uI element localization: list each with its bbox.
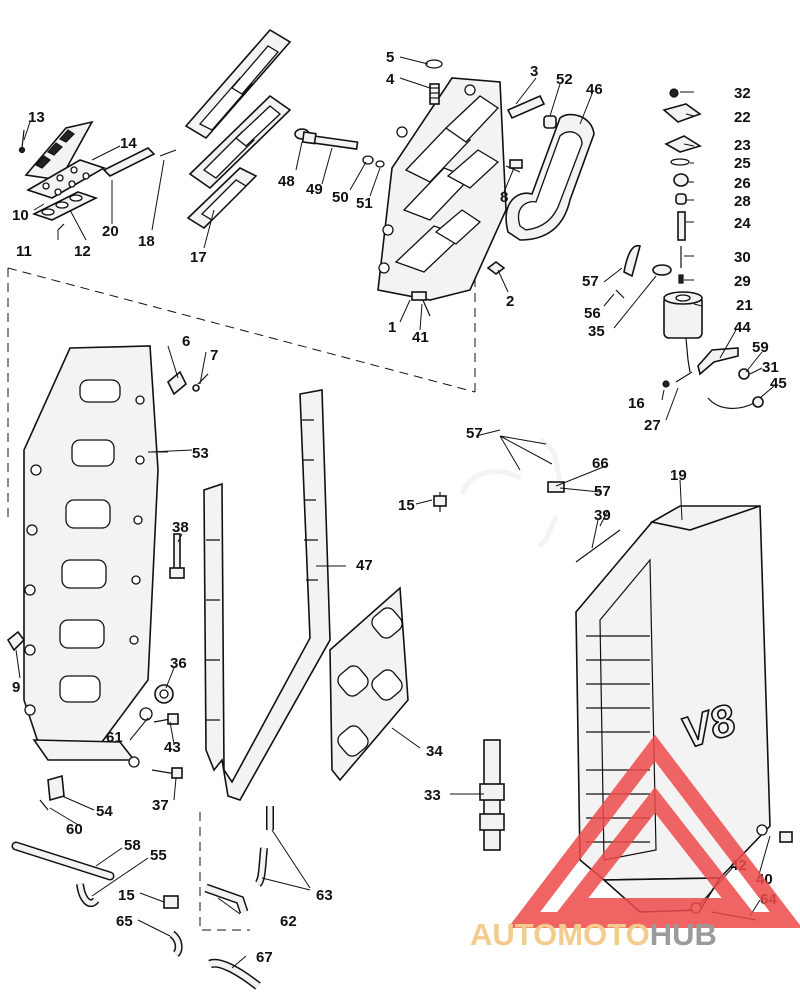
callout-1: 1 (388, 319, 396, 336)
callout-50: 50 (332, 189, 349, 206)
callout-47: 47 (356, 557, 373, 574)
callout-45: 45 (770, 375, 787, 392)
svg-text:AUTOMOTOHUB: AUTOMOTOHUB (470, 917, 717, 952)
callout-63: 63 (316, 887, 333, 904)
callout-34: 34 (426, 743, 443, 760)
callout-15a: 15 (398, 497, 415, 514)
callout-43: 43 (164, 739, 181, 756)
callout-46: 46 (586, 81, 603, 98)
watermark-logo-inner (555, 787, 755, 914)
callout-56: 56 (584, 305, 601, 322)
callout-4: 4 (386, 71, 395, 88)
callout-31: 31 (762, 359, 779, 376)
callout-41: 41 (412, 329, 429, 346)
watermark-logo-outer (507, 734, 800, 928)
callout-17: 17 (190, 249, 207, 266)
callout-44: 44 (734, 319, 751, 336)
watermark-text-secondary: HUB (650, 917, 717, 952)
reed-plate-gaskets (184, 28, 292, 230)
assembly-dashed-outline (7, 262, 476, 931)
callout-22: 22 (734, 109, 751, 126)
callout-35: 35 (588, 323, 605, 340)
callout-48: 48 (278, 173, 295, 190)
reed-block-assembly (18, 120, 177, 231)
callout-3: 3 (530, 63, 538, 80)
callout-24: 24 (734, 215, 751, 232)
callout-30: 30 (734, 249, 751, 266)
callout-57c: 57 (582, 273, 599, 290)
water-tubes (11, 806, 274, 990)
callout-20: 20 (102, 223, 119, 240)
callout-23: 23 (734, 137, 751, 154)
callout-58: 58 (124, 837, 141, 854)
callout-53: 53 (192, 445, 209, 462)
callout-26: 26 (734, 175, 751, 192)
callout-28: 28 (734, 193, 751, 210)
callout-38: 38 (172, 519, 189, 536)
callout-57a: 57 (466, 425, 483, 442)
automotohub-watermark: AUTOMOTOHUB (470, 734, 800, 952)
callout-18: 18 (138, 233, 155, 250)
callout-6: 6 (182, 333, 190, 350)
callout-33: 33 (424, 787, 441, 804)
callout-67: 67 (256, 949, 273, 966)
callout-13: 13 (28, 109, 45, 126)
callout-8: 8 (500, 189, 508, 206)
callout-32: 32 (734, 85, 751, 102)
callout-60: 60 (66, 821, 83, 838)
callout-57b: 57 (594, 483, 611, 500)
watermark-text-primary: AUTOMOTO (470, 917, 650, 952)
mounting-bracket (479, 739, 505, 851)
exhaust-housing (23, 345, 159, 761)
manifold-gasket (505, 113, 595, 241)
callout-62: 62 (280, 913, 297, 930)
callout-52: 52 (556, 71, 573, 88)
callout-39: 39 (594, 507, 611, 524)
callout-labels: 1 2 3 4 5 6 7 8 9 10 11 12 13 14 15 15 1… (12, 49, 787, 966)
callout-12: 12 (74, 243, 91, 260)
exhaust-cover-gasket (203, 389, 331, 801)
callout-61: 61 (106, 729, 123, 746)
callout-65: 65 (116, 913, 133, 930)
callout-9: 9 (12, 679, 20, 696)
callout-19: 19 (670, 467, 687, 484)
ignition-stack (615, 88, 764, 409)
callout-7: 7 (210, 347, 218, 364)
callout-21: 21 (736, 297, 753, 314)
callout-11: 11 (16, 243, 32, 260)
housing-hardware (6, 370, 209, 811)
callout-54: 54 (96, 803, 113, 820)
manifold-bolt-set (294, 128, 385, 168)
callout-51: 51 (356, 195, 373, 212)
callout-66: 66 (592, 455, 609, 472)
callout-29: 29 (734, 273, 751, 290)
callout-25: 25 (734, 155, 751, 172)
leader-lines (15, 56, 775, 969)
callout-27: 27 (644, 417, 661, 434)
manifold-hardware (411, 59, 557, 317)
callout-55: 55 (150, 847, 167, 864)
callout-15b: 15 (118, 887, 135, 904)
callout-59: 59 (752, 339, 769, 356)
callout-5: 5 (386, 49, 394, 66)
callout-14: 14 (120, 135, 137, 152)
callout-16: 16 (628, 395, 645, 412)
hose-set (433, 437, 621, 563)
callout-37: 37 (152, 797, 169, 814)
callout-49: 49 (306, 181, 323, 198)
callout-2: 2 (506, 293, 514, 310)
intake-manifold (377, 77, 507, 301)
cover-plate (329, 586, 409, 782)
callout-10: 10 (12, 207, 29, 224)
callout-36: 36 (170, 655, 187, 672)
